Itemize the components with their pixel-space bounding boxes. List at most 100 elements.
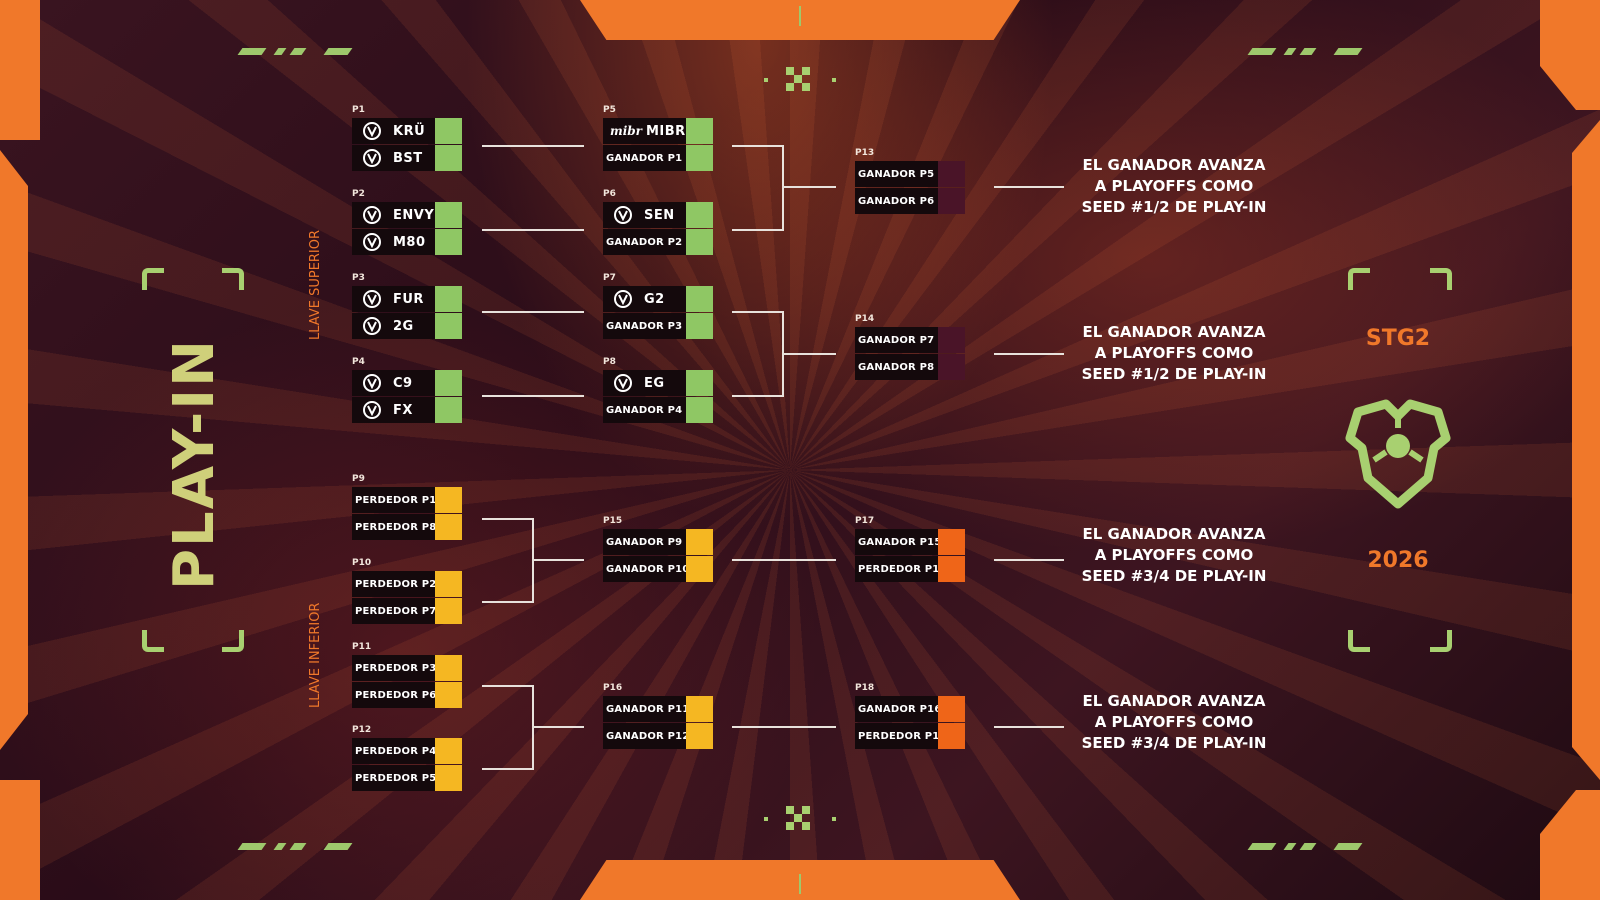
frame-bottom-left <box>0 780 40 900</box>
score-box <box>435 118 462 144</box>
match-slot: PERDEDOR P1 <box>352 487 462 513</box>
score-box <box>435 397 462 423</box>
stage-label: STG2 <box>1365 326 1431 351</box>
match-slot: BST <box>352 145 462 171</box>
score-box <box>686 286 713 312</box>
slot-label: FX <box>393 402 413 418</box>
advance-note-line: SEED #3/4 DE PLAY-IN <box>1081 567 1267 585</box>
bst-logo-icon <box>363 149 381 167</box>
score-box <box>686 397 713 423</box>
c9-logo-icon <box>363 374 381 392</box>
score-box <box>435 487 462 513</box>
slot-label: FUR <box>393 291 424 307</box>
score-box <box>938 354 965 380</box>
score-box <box>435 514 462 540</box>
score-box <box>435 682 462 708</box>
match-id-p13: P13 <box>855 148 875 158</box>
corner-bracket-bl <box>142 630 164 652</box>
match-slot: GANADOR P2 <box>603 229 713 255</box>
score-box <box>938 556 965 582</box>
match-id-p10: P10 <box>352 558 372 568</box>
match-slot: FX <box>352 397 462 423</box>
match-slot: GANADOR P15 <box>855 529 965 555</box>
match-slot: GANADOR P9 <box>603 529 713 555</box>
score-box <box>686 229 713 255</box>
match-slot: M80 <box>352 229 462 255</box>
score-box <box>686 118 713 144</box>
score-box <box>435 655 462 681</box>
frame-right-edge <box>1572 120 1600 780</box>
eg-logo-icon <box>614 374 632 392</box>
advance-note-line: EL GANADOR AVANZA <box>1082 692 1266 710</box>
match-slot: GANADOR P4 <box>603 397 713 423</box>
match-slot: C9 <box>352 370 462 396</box>
match-slot: GANADOR P3 <box>603 313 713 339</box>
mibr-logo-icon: mibr <box>610 124 642 138</box>
furia-logo-icon <box>363 290 381 308</box>
match-id-p1: P1 <box>352 105 365 115</box>
match-id-p7: P7 <box>603 273 616 283</box>
match-id-p15: P15 <box>603 516 623 526</box>
m80-logo-icon <box>363 233 381 251</box>
slot-label: GANADOR P2 <box>606 236 683 248</box>
slot-label: PERDEDOR P3 <box>355 662 437 674</box>
slot-label: PERDEDOR P7 <box>355 605 437 617</box>
match-id-p8: P8 <box>603 357 616 367</box>
match-slot: KRÜ <box>352 118 462 144</box>
connector-line <box>732 145 784 147</box>
score-box <box>435 286 462 312</box>
top-center-tick <box>799 6 801 26</box>
advance-note-line: EL GANADOR AVANZA <box>1082 323 1266 341</box>
slot-label: GANADOR P6 <box>858 195 935 207</box>
slot-label: C9 <box>393 375 413 391</box>
slot-label: GANADOR P12 <box>606 730 690 742</box>
match-slot: G2 <box>603 286 713 312</box>
match-id-p3: P3 <box>352 273 365 283</box>
slot-label: GANADOR P15 <box>858 536 942 548</box>
slot-label: GANADOR P8 <box>858 361 935 373</box>
match-slot: SEN <box>603 202 713 228</box>
match-slot: GANADOR P5 <box>855 161 965 187</box>
slot-label: GANADOR P4 <box>606 404 683 416</box>
match-slot: 2G <box>352 313 462 339</box>
match-slot: GANADOR P10 <box>603 556 713 582</box>
match-id-p5: P5 <box>603 105 616 115</box>
league-emblem-icon <box>1345 399 1451 509</box>
checker-icon-top <box>764 67 836 91</box>
match-slot: PERDEDOR P13 <box>855 556 965 582</box>
slot-label: G2 <box>644 291 665 307</box>
match-slot: FUR <box>352 286 462 312</box>
slot-label: 2G <box>393 318 414 334</box>
slot-label: M80 <box>393 234 426 250</box>
connector-line <box>994 559 1064 561</box>
match-slot: PERDEDOR P2 <box>352 571 462 597</box>
checker-icon-bottom <box>764 806 836 830</box>
score-box <box>686 696 713 722</box>
connector-line <box>532 726 584 728</box>
score-box <box>938 327 965 353</box>
score-box <box>435 313 462 339</box>
connector-line <box>482 518 534 520</box>
slot-label: GANADOR P5 <box>858 168 935 180</box>
connector-line <box>482 229 584 231</box>
match-slot: EG <box>603 370 713 396</box>
slot-label: KRÜ <box>393 123 426 139</box>
slot-label: PERDEDOR P8 <box>355 521 437 533</box>
match-slot: ENVY <box>352 202 462 228</box>
connector-line <box>782 186 836 188</box>
frame-left-edge <box>0 150 28 750</box>
match-id-p18: P18 <box>855 683 875 693</box>
score-box <box>435 145 462 171</box>
advance-note-line: SEED #3/4 DE PLAY-IN <box>1081 734 1267 752</box>
match-slot: GANADOR P1 <box>603 145 713 171</box>
match-slot: PERDEDOR P6 <box>352 682 462 708</box>
match-slot: GANADOR P11 <box>603 696 713 722</box>
connector-line <box>482 601 534 603</box>
match-id-p6: P6 <box>603 189 616 199</box>
slot-label: EG <box>644 375 665 391</box>
corner-bracket-right-tl <box>1348 268 1370 290</box>
score-box <box>686 202 713 228</box>
corner-bracket-right-bl <box>1348 630 1370 652</box>
